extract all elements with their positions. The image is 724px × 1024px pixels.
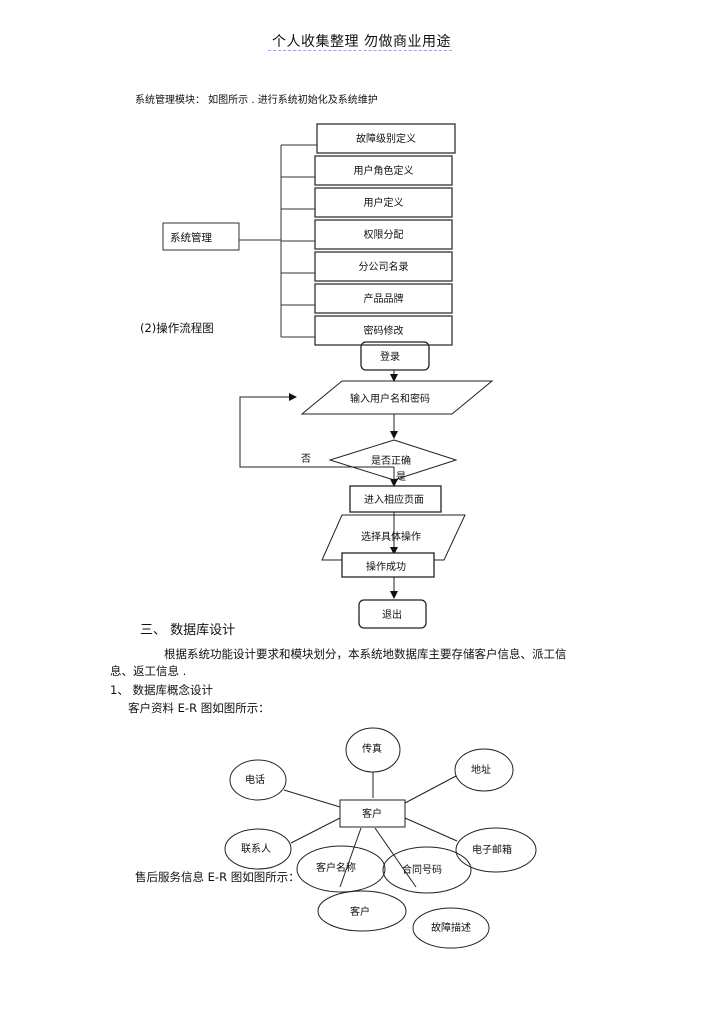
section-heading: 三、 数据库设计 [140, 623, 236, 638]
er-entity-customer: 客户 [362, 807, 382, 820]
module-child-label: 故障级别定义 [356, 132, 416, 145]
er-line-name [339, 827, 362, 888]
er-line-contract [374, 827, 417, 888]
flow-start-label: 登录 [380, 350, 400, 363]
module-child-box [314, 187, 453, 218]
module-child-box [314, 155, 453, 186]
er-diagram [224, 727, 537, 949]
er-attr-phone-ellipse [229, 759, 287, 801]
er-attr-address-ellipse [454, 748, 514, 792]
flow-input-parallelogram [300, 380, 494, 415]
flow-yes-label: 是 [396, 471, 406, 483]
er-line-address [404, 775, 457, 804]
er-attr-contract-ellipse [382, 846, 472, 894]
flow-choose-parallelogram [321, 514, 466, 561]
intro-text: 系统管理模块： 如图所示 . 进行系统初始化及系统维护 [135, 95, 378, 106]
section-paragraph-line2: 息、返工信息 . [110, 664, 187, 678]
module-child-label: 用户定义 [364, 196, 404, 209]
module-child-box [314, 219, 453, 250]
subsection-heading: 1、 数据库概念设计 [110, 683, 213, 697]
er-attr-email: 电子邮箱 [472, 843, 512, 856]
flow-caption: (2)操作流程图 [140, 321, 214, 335]
er2-attr-customer-ellipse [317, 890, 407, 932]
flow-success-label: 操作成功 [366, 560, 406, 573]
er-attr-contract: 合同号码 [402, 863, 442, 876]
er-line-contact [290, 817, 341, 844]
er2-caption: 售后服务信息 E-R 图如图所示： [135, 870, 300, 884]
er-attr-contact: 联系人 [241, 843, 271, 855]
flow-start-box [360, 341, 430, 371]
er-attr-email-ellipse [455, 827, 537, 873]
section-paragraph-line1: 根据系统功能设计要求和模块划分，本系统地数据库主要存储客户信息、派工信 [164, 647, 567, 661]
flow-decision-label: 是否正确 [371, 454, 411, 467]
er-attr-name-ellipse [296, 845, 386, 893]
flow-enter-page-label: 进入相应页面 [364, 493, 424, 506]
flow-exit-box [358, 599, 427, 629]
module-tree [162, 123, 456, 346]
module-child-label: 密码修改 [364, 324, 404, 337]
flow-enter-page-box [349, 485, 442, 513]
er2-attr-customer: 客户 [350, 905, 370, 918]
er1-caption: 客户资料 E-R 图如图所示： [128, 701, 270, 715]
flow-success-box [341, 552, 435, 578]
er2-attr-fault: 故障描述 [431, 921, 471, 934]
er-attr-contact-ellipse [224, 828, 292, 870]
er-attr-name: 客户名称 [316, 861, 356, 874]
arrow-no-loop [239, 393, 394, 468]
module-child-label: 权限分配 [364, 228, 404, 241]
module-root-label: 系统管理 [170, 231, 212, 244]
module-root-box [162, 222, 240, 251]
module-child-label: 分公司名录 [359, 260, 409, 273]
module-child-box [314, 251, 453, 282]
er2-attr-fault-ellipse [412, 907, 490, 949]
flow-input-label: 输入用户名和密码 [350, 392, 430, 405]
flow-choose-label: 选择具体操作 [361, 530, 421, 543]
flow-no-label: 否 [301, 453, 311, 465]
er-attr-address: 地址 [471, 763, 491, 776]
module-child-box [314, 283, 453, 314]
er-entity-customer-box [339, 799, 406, 828]
module-child-label: 产品品牌 [364, 292, 404, 305]
er-attr-fax-ellipse [345, 727, 401, 773]
flowchart [239, 341, 494, 629]
module-child-box [314, 315, 453, 346]
flow-exit-label: 退出 [382, 608, 402, 621]
er-line-email [404, 817, 458, 842]
er-attr-phone: 电话 [245, 773, 265, 786]
er-line-phone [283, 789, 341, 808]
module-child-label: 用户角色定义 [354, 164, 414, 177]
header-divider [268, 50, 452, 51]
module-child-box [316, 123, 456, 154]
page-header-title: 个人收集整理 勿做商业用途 [272, 34, 451, 50]
er-attr-fax: 传真 [362, 742, 382, 755]
